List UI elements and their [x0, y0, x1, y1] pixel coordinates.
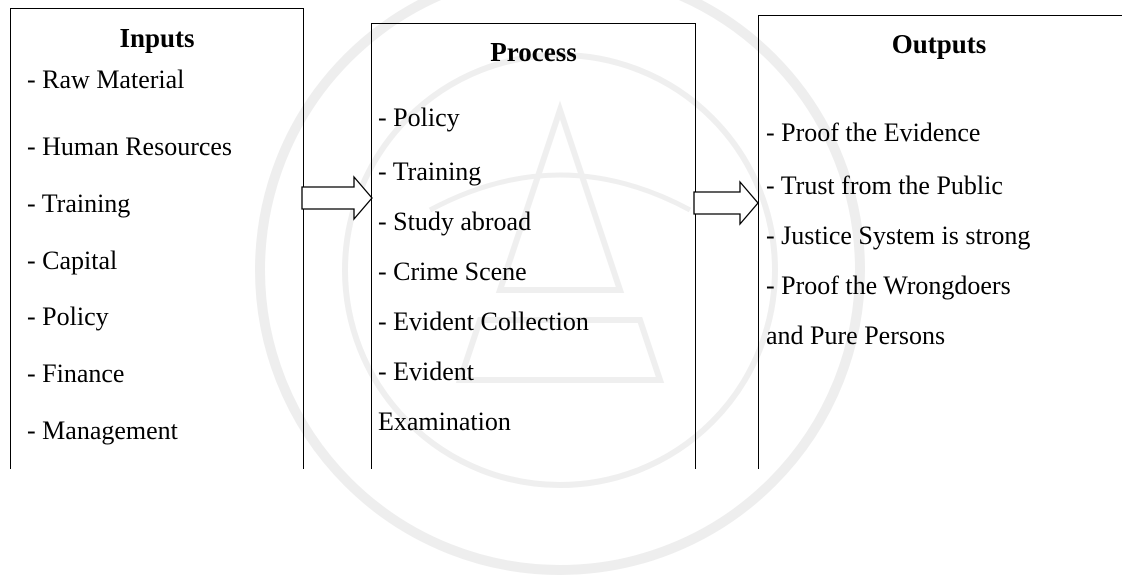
outputs-item: - Trust from the Public [766, 171, 1003, 200]
process-item: - Policy [378, 103, 460, 132]
process-item: - Evident [378, 357, 475, 386]
inputs-box: Inputs - Raw Material - Human Resources … [10, 8, 304, 469]
inputs-item: - Raw Material [27, 65, 185, 94]
inputs-item: - Human Resources [27, 132, 233, 161]
process-box: Process - Policy - Training - Study abro… [371, 23, 696, 469]
outputs-item: and Pure Persons [766, 321, 946, 350]
process-item: Examination [378, 407, 511, 436]
process-title: Process [490, 37, 577, 67]
inputs-item: - Management [27, 416, 178, 445]
arrow-process-to-outputs [693, 180, 759, 226]
process-item: - Study abroad [378, 207, 532, 236]
process-item: - Training [378, 157, 482, 186]
process-item: - Evident Collection [378, 307, 589, 336]
inputs-title: Inputs [119, 23, 195, 53]
arrow-inputs-to-process [301, 175, 373, 221]
process-item: - Crime Scene [378, 257, 527, 286]
inputs-item: - Training [27, 189, 131, 218]
outputs-box: Outputs - Proof the Evidence - Trust fro… [758, 15, 1122, 469]
outputs-item: - Proof the Evidence [766, 118, 981, 147]
inputs-item: - Policy [27, 302, 109, 331]
inputs-item: - Finance [27, 359, 125, 388]
outputs-title: Outputs [891, 29, 987, 59]
inputs-item: - Capital [27, 246, 118, 275]
outputs-item: - Proof the Wrongdoers [766, 271, 1011, 300]
outputs-item: - Justice System is strong [766, 221, 1031, 250]
